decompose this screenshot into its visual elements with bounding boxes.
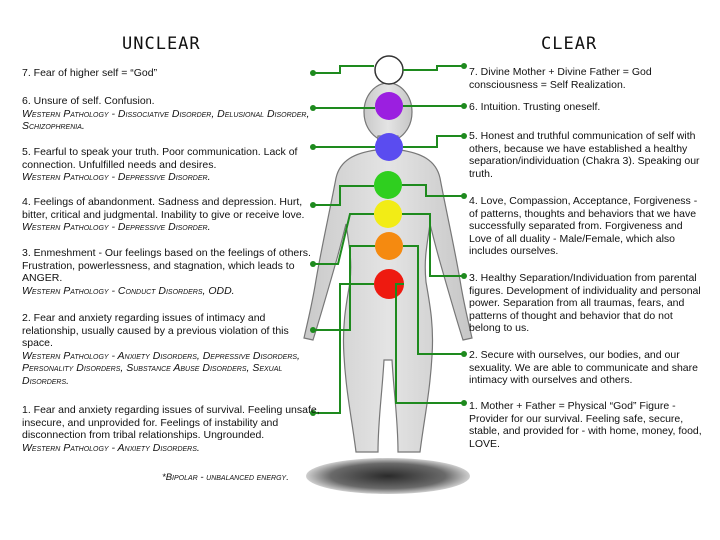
chakra-5-throat (375, 133, 403, 161)
clear-item-6-text: 6. Intuition. Trusting oneself. (469, 101, 601, 113)
chakra-6-third-eye (375, 92, 403, 120)
unclear-item-1-text: 1. Fear and anxiety regarding issues of … (22, 404, 320, 442)
unclear-item-3: 3. Enmeshment - Our feelings based on th… (22, 247, 322, 297)
unclear-item-1-pathology: Western Pathology - Anxiety Disorders. (22, 441, 200, 454)
unclear-item-3-text: 3. Enmeshment - Our feelings based on th… (22, 247, 311, 285)
clear-item-1: 1. Mother + Father = Physical “God” Figu… (469, 400, 705, 450)
clear-item-6: 6. Intuition. Trusting oneself. (469, 101, 705, 114)
unclear-item-6-text: 6. Unsure of self. Confusion. (22, 95, 155, 107)
unclear-item-7: 7. Fear of higher self = “God” (22, 67, 322, 80)
unclear-item-4-text: 4. Feelings of abandonment. Sadness and … (22, 196, 305, 221)
clear-item-1-text: 1. Mother + Father = Physical “God” Figu… (469, 400, 702, 450)
unclear-item-2: 2. Fear and anxiety regarding issues of … (22, 312, 322, 388)
unclear-item-4: 4. Feelings of abandonment. Sadness and … (22, 196, 322, 234)
unclear-item-5-text: 5. Fearful to speak your truth. Poor com… (22, 146, 298, 171)
chakra-4-heart (374, 171, 402, 199)
chakra-3-solar-plexus (374, 200, 402, 228)
unclear-item-2-text: 2. Fear and anxiety regarding issues of … (22, 312, 289, 350)
floor-shadow (306, 458, 470, 494)
connector-dots (310, 63, 467, 416)
unclear-item-6: 6. Unsure of self. Confusion. Western Pa… (22, 95, 322, 133)
connector-lines (313, 65, 464, 414)
clear-item-7: 7. Divine Mother + Divine Father = God c… (469, 66, 705, 91)
clear-item-3: 3. Healthy Separation/Individuation from… (469, 272, 705, 335)
unclear-item-5: 5. Fearful to speak your truth. Poor com… (22, 146, 322, 184)
clear-item-2-text: 2. Secure with ourselves, our bodies, an… (469, 349, 698, 387)
unclear-item-2-pathology: Western Pathology - Anxiety Disorders, D… (22, 349, 300, 387)
unclear-item-1: 1. Fear and anxiety regarding issues of … (22, 404, 322, 454)
unclear-item-7-text: 7. Fear of higher self = “God” (22, 67, 158, 79)
unclear-item-6-pathology: Western Pathology - Dissociative Disorde… (22, 107, 310, 133)
chakra-7-crown (374, 55, 404, 85)
unclear-item-5-pathology: Western Pathology - Depressive Disorder. (22, 171, 211, 184)
clear-item-5-text: 5. Honest and truthful communication of … (469, 130, 700, 180)
unclear-item-4-pathology: Western Pathology - Depressive Disorder. (22, 221, 211, 234)
clear-item-4-text: 4. Love, Compassion, Acceptance, Forgive… (469, 195, 698, 258)
chakra-2-sacral (375, 232, 403, 260)
clear-item-4: 4. Love, Compassion, Acceptance, Forgive… (469, 195, 705, 258)
footnote: *Bipolar - unbalanced energy. (162, 472, 289, 483)
clear-heading: CLEAR (541, 34, 598, 54)
clear-item-2: 2. Secure with ourselves, our bodies, an… (469, 349, 705, 387)
clear-item-3-text: 3. Healthy Separation/Individuation from… (469, 272, 701, 335)
clear-item-5: 5. Honest and truthful communication of … (469, 130, 705, 180)
unclear-heading: UNCLEAR (122, 34, 201, 54)
unclear-item-3-pathology: Western Pathology - Conduct Disorders, O… (22, 284, 235, 297)
clear-item-7-text: 7. Divine Mother + Divine Father = God c… (469, 66, 652, 91)
chakra-points (374, 55, 404, 299)
